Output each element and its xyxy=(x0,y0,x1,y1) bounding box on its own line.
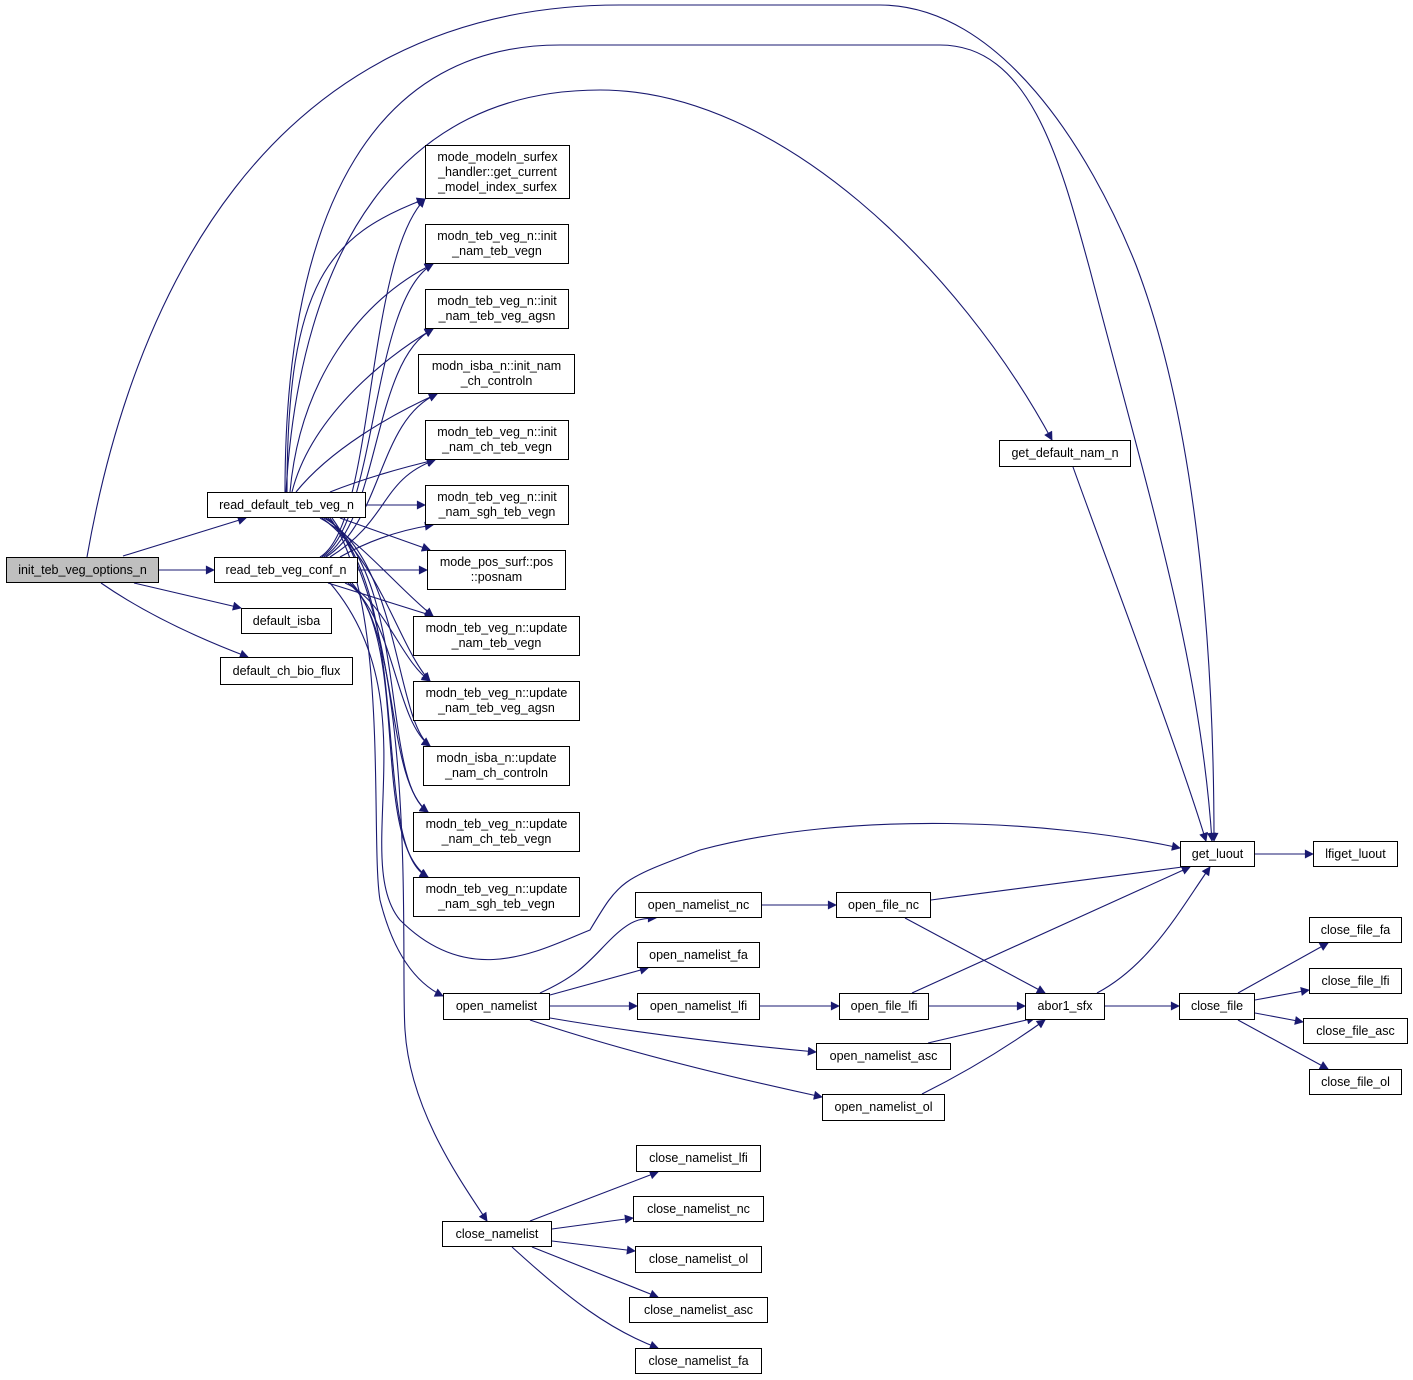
edge-open-file-nc-to-get-luout xyxy=(930,862,1191,901)
edge-close-namelist-to-close-namelist-fa xyxy=(511,1246,659,1350)
node-open-namelist-lfi[interactable]: open_namelist_lfi xyxy=(637,993,760,1020)
edge-read-default-to-init-teb-vegn xyxy=(289,263,434,493)
edge-read-conf-to-init-sgh-teb-vegn xyxy=(339,521,434,558)
node-close-file[interactable]: close_file xyxy=(1179,993,1255,1020)
edge-read-default-to-init-teb-veg-agsn xyxy=(291,328,434,493)
node-close-namelist-asc[interactable]: close_namelist_asc xyxy=(629,1297,768,1323)
edge-read-default-to-update-ch-control xyxy=(323,517,431,747)
edge-read-default-to-init-nam-ch-control xyxy=(295,393,438,493)
node-open-namelist-asc[interactable]: open_namelist_asc xyxy=(816,1043,951,1070)
edge-read-default-to-update-teb-vegn xyxy=(319,517,434,617)
node-default-ch-bio-flux[interactable]: default_ch_bio_flux xyxy=(220,657,353,685)
edge-close-namelist-to-close-namelist-lfi xyxy=(529,1170,659,1222)
edge-read-default-to-update-teb-veg-agsn xyxy=(321,517,431,682)
edge-read-default-to-get-luout xyxy=(284,44,1216,842)
node-init-teb-veg-options-n: init_teb_veg_options_n xyxy=(6,557,159,583)
edge-read-default-to-pos-posnam xyxy=(339,517,431,552)
edge-close-namelist-to-close-namelist-asc xyxy=(531,1246,659,1299)
node-close-file-fa[interactable]: close_file_fa xyxy=(1309,917,1402,943)
edge-close-file-to-close-file-asc xyxy=(1254,1012,1304,1025)
edge-abor1-sfx-to-get-luout xyxy=(1096,866,1211,994)
node-update-nam-sgh-teb-vegn[interactable]: modn_teb_veg_n::update _nam_sgh_teb_vegn xyxy=(413,877,580,917)
edge-read-conf-to-get-current xyxy=(319,198,426,558)
edge-close-namelist-to-close-namelist-nc xyxy=(551,1214,634,1230)
node-open-namelist[interactable]: open_namelist xyxy=(443,993,550,1020)
edge-open-file-lfi-to-get-luout xyxy=(911,866,1191,994)
node-init-nam-ch-controln[interactable]: modn_isba_n::init_nam _ch_controln xyxy=(418,354,575,394)
edge-open-namelist-to-open-namelist-nc xyxy=(539,913,657,994)
node-open-namelist-nc[interactable]: open_namelist_nc xyxy=(635,892,762,918)
edge-read-conf-to-update-sgh-teb-vegn xyxy=(351,582,429,878)
node-update-nam-teb-veg-agsn[interactable]: modn_teb_veg_n::update _nam_teb_veg_agsn xyxy=(413,681,580,721)
node-open-file-lfi[interactable]: open_file_lfi xyxy=(839,993,929,1020)
node-pos-posnam[interactable]: mode_pos_surf::pos ::posnam xyxy=(427,550,566,590)
node-close-namelist-lfi[interactable]: close_namelist_lfi xyxy=(636,1145,761,1172)
edge-read-conf-to-update-teb-vegn xyxy=(327,582,434,618)
node-read-default-teb-veg-n[interactable]: read_default_teb_veg_n xyxy=(207,492,366,518)
node-update-nam-teb-vegn[interactable]: modn_teb_veg_n::update _nam_teb_vegn xyxy=(413,616,580,656)
edge-open-namelist-to-open-namelist-ol xyxy=(529,1019,823,1100)
edge-read-default-to-close-namelist xyxy=(331,517,488,1222)
edge-open-namelist-asc-to-abor1-sfx xyxy=(927,1015,1036,1044)
node-abor1-sfx[interactable]: abor1_sfx xyxy=(1025,993,1105,1020)
edge-main-to-default-ch xyxy=(100,582,249,659)
node-close-file-asc[interactable]: close_file_asc xyxy=(1303,1018,1408,1044)
node-init-nam-teb-veg-agsn[interactable]: modn_teb_veg_n::init _nam_teb_veg_agsn xyxy=(425,289,569,329)
node-get-luout[interactable]: get_luout xyxy=(1180,841,1255,867)
node-close-namelist-fa[interactable]: close_namelist_fa xyxy=(635,1348,762,1374)
node-update-nam-ch-teb-vegn[interactable]: modn_teb_veg_n::update _nam_ch_teb_vegn xyxy=(413,812,580,852)
edge-close-file-to-close-file-fa xyxy=(1237,942,1329,994)
edge-read-conf-to-get-luout xyxy=(329,582,1181,961)
edge-open-namelist-to-open-namelist-asc xyxy=(549,1017,817,1056)
edge-close-file-to-close-file-lfi xyxy=(1254,987,1310,1001)
node-open-namelist-fa[interactable]: open_namelist_fa xyxy=(637,942,760,968)
edge-read-conf-to-init-ch-teb-vegn xyxy=(329,458,436,558)
edge-open-namelist-ol-to-abor1-sfx xyxy=(921,1019,1046,1095)
node-close-file-ol[interactable]: close_file_ol xyxy=(1309,1069,1402,1095)
node-get-current-model-index-surfex[interactable]: mode_modeln_surfex _handler::get_current… xyxy=(425,145,570,199)
edge-read-conf-to-init-teb-veg-agsn xyxy=(323,328,434,558)
edge-read-default-to-get-current xyxy=(286,197,426,493)
edge-open-file-nc-to-abor1-sfx xyxy=(904,917,1046,994)
edge-open-namelist-to-open-namelist-fa xyxy=(549,965,649,996)
node-init-nam-ch-teb-vegn[interactable]: modn_teb_veg_n::init _nam_ch_teb_vegn xyxy=(425,420,569,460)
node-open-namelist-ol[interactable]: open_namelist_ol xyxy=(822,1094,945,1121)
edge-close-file-to-close-file-ol xyxy=(1237,1019,1329,1070)
edge-read-default-to-init-ch-teb-vegn xyxy=(329,457,436,493)
edge-close-namelist-to-close-namelist-ol xyxy=(551,1240,636,1255)
edge-get-default-nam-to-get-luout xyxy=(1072,466,1208,842)
edge-read-conf-to-init-teb-vegn xyxy=(321,263,434,558)
node-init-nam-sgh-teb-vegn[interactable]: modn_teb_veg_n::init _nam_sgh_teb_vegn xyxy=(425,485,569,525)
node-lfiget-luout[interactable]: lfiget_luout xyxy=(1313,841,1398,867)
node-default-isba[interactable]: default_isba xyxy=(241,608,332,634)
node-close-namelist-nc[interactable]: close_namelist_nc xyxy=(633,1196,764,1222)
edge-read-default-to-open-namelist xyxy=(329,517,444,997)
node-open-file-nc[interactable]: open_file_nc xyxy=(836,892,931,918)
node-close-namelist[interactable]: close_namelist xyxy=(442,1221,552,1247)
edge-read-default-to-get-default-nam xyxy=(285,89,1053,493)
node-init-nam-teb-vegn[interactable]: modn_teb_veg_n::init _nam_teb_vegn xyxy=(425,224,569,264)
node-close-file-lfi[interactable]: close_file_lfi xyxy=(1309,968,1402,994)
edge-main-to-default-isba xyxy=(133,582,242,611)
node-close-namelist-ol[interactable]: close_namelist_ol xyxy=(635,1246,762,1273)
edge-read-conf-to-init-nam-ch-control xyxy=(325,393,438,558)
node-update-nam-ch-controln[interactable]: modn_isba_n::update _nam_ch_controln xyxy=(423,746,570,786)
node-get-default-nam-n[interactable]: get_default_nam_n xyxy=(999,440,1131,467)
node-read-teb-veg-conf-n[interactable]: read_teb_veg_conf_n xyxy=(214,557,358,583)
edge-main-to-get-luout xyxy=(86,4,1219,842)
edge-main-to-read-default xyxy=(122,516,247,557)
